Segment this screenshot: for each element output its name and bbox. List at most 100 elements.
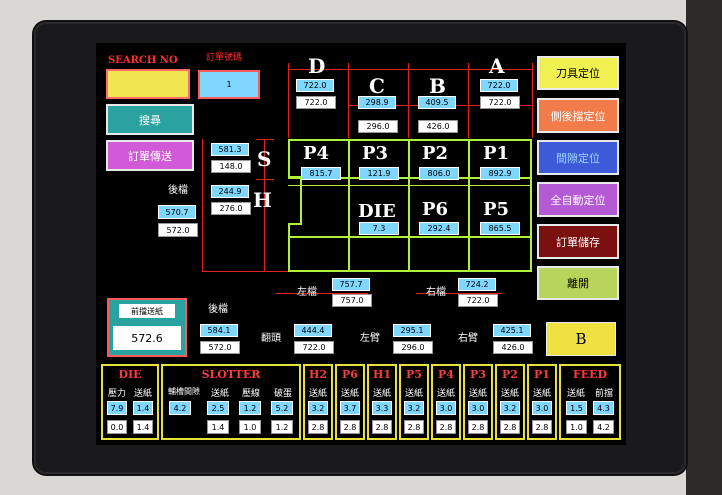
flip-set[interactable]: 722.0 bbox=[294, 341, 334, 354]
letter-b: B bbox=[429, 74, 446, 98]
feed-front-label: 前擋 bbox=[594, 389, 613, 399]
group-feed-set[interactable]: 2.8 bbox=[372, 420, 392, 434]
group-feed-label: 送紙 bbox=[500, 389, 519, 399]
gap-position-button[interactable]: 間隙定位 bbox=[537, 140, 619, 175]
diagram-divider bbox=[348, 139, 350, 272]
a-set-value[interactable]: 722.0 bbox=[480, 96, 520, 109]
slotter-crease-set[interactable]: 1.0 bbox=[239, 420, 261, 434]
cell-p4-value: 815.7 bbox=[301, 167, 341, 180]
die-pressure-actual: 7.9 bbox=[107, 401, 127, 415]
send-order-button[interactable]: 訂單傳送 bbox=[106, 140, 194, 171]
tool-position-button[interactable]: 刀具定位 bbox=[537, 56, 619, 90]
letter-d: D bbox=[308, 54, 326, 78]
feed-front-actual: 4.3 bbox=[593, 401, 614, 415]
slotter-group: SLOTTER 輔槽間隙 送紙 壓線 破蛋 4.2 2.5 1.2 5.2 1.… bbox=[161, 364, 301, 440]
b-button[interactable]: B bbox=[546, 322, 616, 356]
group-p2: P2 送紙 3.2 2.8 bbox=[495, 364, 525, 440]
rear-stop-set[interactable]: 572.0 bbox=[200, 341, 240, 354]
s-set-value[interactable]: 148.0 bbox=[211, 160, 251, 173]
group-title: P5 bbox=[406, 368, 422, 381]
exit-button[interactable]: 離開 bbox=[537, 266, 619, 300]
diagram-bottom-edge bbox=[288, 270, 532, 272]
group-title: P6 bbox=[342, 368, 358, 381]
order-no-input[interactable]: 1 bbox=[198, 70, 260, 99]
letter-h: H bbox=[253, 188, 272, 212]
right-stop-actual: 724.2 bbox=[458, 278, 496, 291]
group-feed-actual: 3.2 bbox=[308, 401, 328, 415]
group-feed-set[interactable]: 2.8 bbox=[340, 420, 360, 434]
back-gauge-set[interactable]: 572.0 bbox=[158, 223, 198, 237]
group-feed-set[interactable]: 2.8 bbox=[436, 420, 456, 434]
group-title: P3 bbox=[470, 368, 486, 381]
d-set-value[interactable]: 722.0 bbox=[296, 96, 336, 109]
front-feed-value[interactable]: 572.6 bbox=[113, 326, 181, 350]
diagram-mid-line bbox=[288, 185, 532, 186]
feed-feed-set[interactable]: 1.0 bbox=[566, 420, 587, 434]
group-feed-label: 送紙 bbox=[340, 389, 359, 399]
search-button[interactable]: 搜尋 bbox=[106, 104, 194, 135]
dim-tick bbox=[468, 63, 469, 138]
cell-p4-label: P4 bbox=[303, 143, 330, 164]
slotter-break-set[interactable]: 1.2 bbox=[271, 420, 293, 434]
diagram-right-edge bbox=[530, 139, 532, 272]
h-set-value[interactable]: 276.0 bbox=[211, 202, 251, 215]
device-edge bbox=[686, 0, 722, 495]
diagram-mid-line bbox=[288, 177, 532, 179]
group-feed-actual: 3.2 bbox=[500, 401, 520, 415]
left-arm-set[interactable]: 296.0 bbox=[393, 341, 433, 354]
cell-p2-label: P2 bbox=[422, 143, 449, 164]
dim-tick bbox=[532, 63, 533, 138]
group-feed-actual: 3.0 bbox=[468, 401, 488, 415]
group-feed-set[interactable]: 2.8 bbox=[404, 420, 424, 434]
group-feed-set[interactable]: 2.8 bbox=[468, 420, 488, 434]
feed-feed-actual: 1.5 bbox=[566, 401, 587, 415]
group-feed-actual: 3.7 bbox=[340, 401, 360, 415]
cell-die-value: 7.3 bbox=[359, 222, 399, 235]
bottom-parameter-panel: DIE 壓力 送紙 7.9 1.4 0.0 1.4 SLOTTER 輔槽間隙 送… bbox=[101, 364, 621, 442]
c-set-value[interactable]: 296.0 bbox=[358, 120, 398, 133]
slotter-feed-label: 送紙 bbox=[210, 389, 229, 399]
cell-p1-value: 892.9 bbox=[480, 167, 520, 180]
group-feed-label: 送紙 bbox=[436, 389, 455, 399]
right-stop-set[interactable]: 722.0 bbox=[458, 294, 498, 307]
order-no-label: 訂單號碼 bbox=[206, 53, 243, 63]
die-feed-set[interactable]: 1.4 bbox=[133, 420, 153, 434]
diagram-divider bbox=[408, 139, 410, 272]
side-back-stop-button[interactable]: 側後擋定位 bbox=[537, 98, 619, 133]
rear-stop-label: 後檔 bbox=[208, 304, 228, 315]
d-actual-value: 722.0 bbox=[296, 79, 334, 92]
b-set-value[interactable]: 426.0 bbox=[418, 120, 458, 133]
right-arm-set[interactable]: 426.0 bbox=[493, 341, 533, 354]
group-title: P2 bbox=[502, 368, 518, 381]
slotter-feed-set[interactable]: 1.4 bbox=[207, 420, 229, 434]
cell-p5-value: 865.5 bbox=[480, 222, 520, 235]
die-pressure-set[interactable]: 0.0 bbox=[107, 420, 127, 434]
feed-group: FEED 送紙 前擋 1.5 4.3 1.0 4.2 bbox=[559, 364, 621, 440]
group-feed-actual: 3.0 bbox=[532, 401, 552, 415]
search-input[interactable] bbox=[106, 69, 190, 99]
slotter-crease-actual: 1.2 bbox=[239, 401, 261, 415]
group-feed-set[interactable]: 2.8 bbox=[500, 420, 520, 434]
top-dimension-line bbox=[288, 69, 532, 70]
auto-position-button[interactable]: 全自動定位 bbox=[537, 182, 619, 217]
right-arm-label: 右臂 bbox=[458, 333, 478, 344]
die-feed-label: 送紙 bbox=[133, 389, 152, 399]
front-feed-panel: 前擋送紙 572.6 bbox=[107, 298, 187, 357]
h-actual-value: 244.9 bbox=[211, 185, 249, 198]
cell-p1-label: P1 bbox=[483, 143, 510, 164]
group-feed-label: 送紙 bbox=[404, 389, 423, 399]
save-order-button[interactable]: 訂單儲存 bbox=[537, 224, 619, 259]
s-actual-value: 581.3 bbox=[211, 143, 249, 156]
left-stop-set[interactable]: 757.0 bbox=[332, 294, 372, 307]
group-feed-set[interactable]: 2.8 bbox=[308, 420, 328, 434]
a-actual-value: 722.0 bbox=[480, 79, 518, 92]
feed-feed-label: 送紙 bbox=[566, 389, 585, 399]
right-stop-label: 右檔 bbox=[426, 287, 446, 298]
feed-front-set[interactable]: 4.2 bbox=[593, 420, 614, 434]
cell-p6-value: 292.4 bbox=[419, 222, 459, 235]
group-feed-set[interactable]: 2.8 bbox=[532, 420, 552, 434]
